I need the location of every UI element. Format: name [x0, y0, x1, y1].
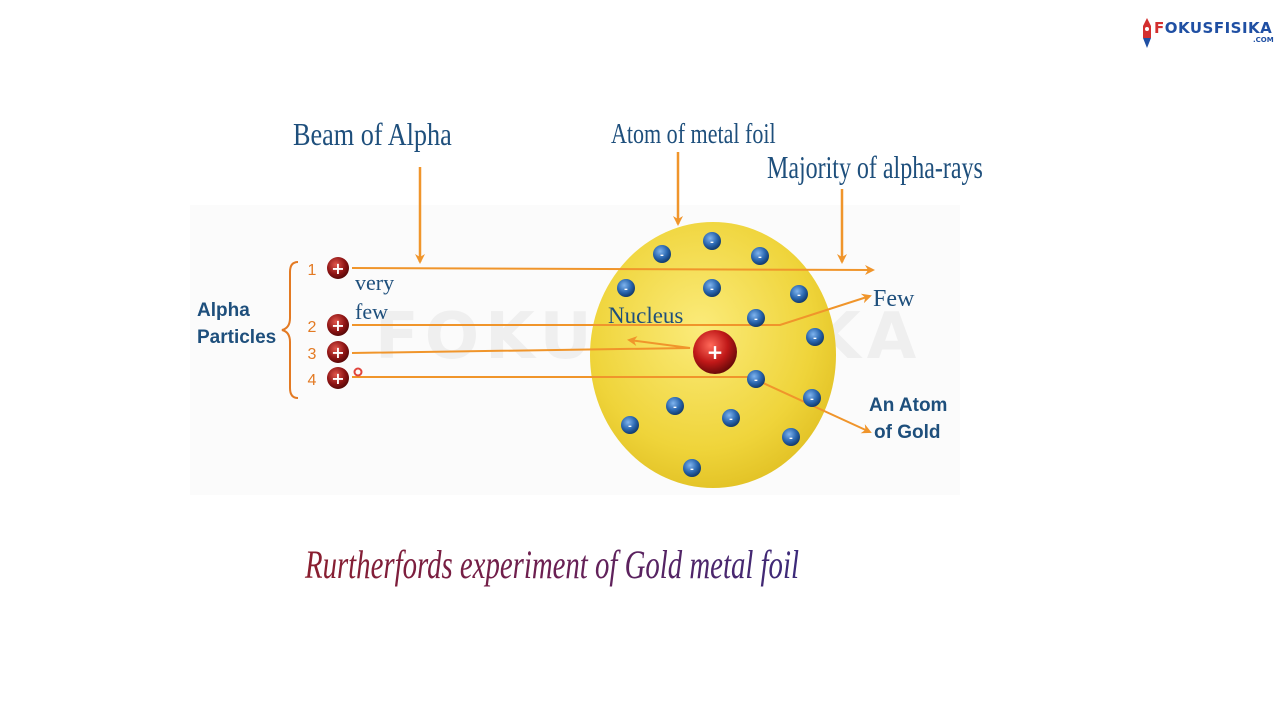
electron: -	[621, 416, 639, 434]
svg-text:-: -	[624, 283, 628, 295]
label-very: very	[355, 270, 394, 295]
svg-text:-: -	[673, 401, 677, 413]
svg-text:-: -	[710, 236, 714, 248]
svg-text:-: -	[758, 251, 762, 263]
electron: -	[653, 245, 671, 263]
label-few-left: few	[355, 299, 388, 324]
svg-text:3: 3	[308, 346, 317, 363]
electron: -	[703, 232, 721, 250]
svg-text:+: +	[331, 316, 344, 335]
label-alpha-particles-line1: Alpha	[197, 300, 250, 321]
electron: -	[617, 279, 635, 297]
label-atom-of-metal-foil: Atom of metal foil	[611, 117, 776, 150]
svg-text:+: +	[331, 369, 344, 388]
electron: -	[722, 409, 740, 427]
svg-text:-: -	[710, 283, 714, 295]
brand-name-first: F	[1154, 19, 1165, 37]
svg-text:-: -	[754, 313, 758, 325]
electron: -	[747, 309, 765, 327]
electron: -	[790, 285, 808, 303]
svg-text:-: -	[754, 374, 758, 386]
electron: -	[803, 389, 821, 407]
svg-text:+: +	[331, 259, 344, 278]
electron: -	[747, 370, 765, 388]
path-particle-1	[351, 264, 875, 275]
svg-text:2: 2	[308, 319, 317, 336]
brand-name-rest: OKUSFISIKA	[1164, 19, 1273, 37]
label-an-atom-line1: An Atom	[869, 395, 947, 416]
alpha-particle-3: 3 +	[308, 341, 349, 363]
cursor-marker	[353, 367, 363, 377]
nucleus: +	[693, 330, 737, 374]
brand-logo: FOKUSFISIKA .COM	[1140, 14, 1280, 54]
svg-text:-: -	[810, 393, 814, 405]
diagram-caption: Rurtherfords experiment of Gold metal fo…	[304, 542, 799, 587]
svg-text:-: -	[628, 420, 632, 432]
svg-text:+: +	[331, 343, 344, 362]
electrons: - - - - - - - - - - - - - - -	[617, 232, 824, 477]
svg-text:-: -	[729, 413, 733, 425]
svg-text:4: 4	[308, 372, 317, 389]
svg-text:-: -	[690, 463, 694, 475]
path-particle-3	[351, 336, 691, 354]
electron: -	[782, 428, 800, 446]
rocket-icon	[1143, 18, 1151, 48]
electron: -	[703, 279, 721, 297]
svg-text:1: 1	[308, 262, 317, 279]
electron: -	[751, 247, 769, 265]
svg-text:-: -	[660, 249, 664, 261]
alpha-particle-2: 2 +	[308, 314, 349, 336]
label-beam-of-alpha: Beam of Alpha	[293, 118, 452, 153]
label-nucleus: Nucleus	[608, 303, 683, 328]
label-majority-of-alpha-rays: Majority of alpha-rays	[767, 151, 983, 186]
electron: -	[683, 459, 701, 477]
alpha-particle-1: 1 +	[308, 257, 349, 279]
label-alpha-particles-line2: Particles	[197, 327, 276, 348]
svg-text:-: -	[797, 289, 801, 301]
svg-text:-: -	[789, 432, 793, 444]
path-particle-2	[352, 293, 872, 326]
alpha-particles-brace	[281, 261, 299, 399]
label-few-right: Few	[873, 286, 915, 312]
brand-suffix: .COM	[1253, 36, 1274, 44]
svg-text:-: -	[813, 332, 817, 344]
alpha-particle-4: 4 +	[308, 367, 349, 389]
label-an-atom-line2: of Gold	[874, 422, 940, 443]
electron: -	[806, 328, 824, 346]
brand-name: FOKUSFISIKA	[1154, 19, 1272, 37]
svg-text:+: +	[707, 340, 724, 364]
electron: -	[666, 397, 684, 415]
